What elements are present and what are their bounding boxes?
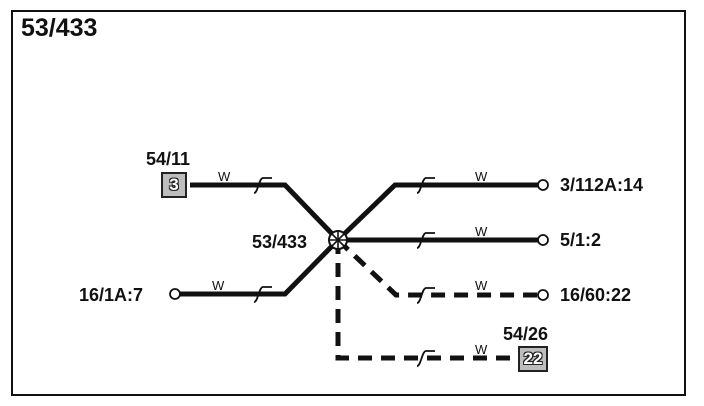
connector-label-54-26: 54/26 [503,324,549,344]
twist-symbol [416,350,435,367]
twist-symbol [253,177,272,194]
wire-color-label: W [218,169,231,184]
connector-label-54-11: 54/11 [146,149,191,169]
wire-color-label: W [475,224,488,239]
twist-symbol [416,232,435,249]
terminal-node [537,234,549,246]
connector-pin-box: 3 [161,172,187,198]
connector-pin-box: 22 [518,346,548,372]
splice-label: 53/433 [252,232,308,252]
wire-color-label: W [475,169,488,184]
terminal-label: 3/112A:14 [560,175,644,195]
diagram-title: 53/433 [21,14,98,42]
terminal-node [537,289,549,301]
twist-symbol [416,287,435,304]
wire-color-label: W [475,342,488,357]
wire-16-1a-7-to-splice [180,238,340,297]
wire-color-label: W [475,278,488,293]
splice-node [328,230,348,250]
twist-symbol [253,286,272,303]
twist-symbol [416,177,435,194]
wire-splice-to-16-60-22 [336,238,538,298]
terminal-label: 5/1:2 [560,230,602,250]
terminal-node [537,179,549,191]
terminal-label: 16/60:22 [560,285,632,305]
terminal-node [169,288,181,300]
wire-color-label: W [212,278,225,293]
terminal-label: 16/1A:7 [79,285,144,305]
wire-splice-to-3-112a-14 [336,182,538,242]
diagram-frame [11,10,686,396]
wire-splice-to-54-26 [335,240,517,361]
wire-54-11-to-splice [190,182,340,242]
